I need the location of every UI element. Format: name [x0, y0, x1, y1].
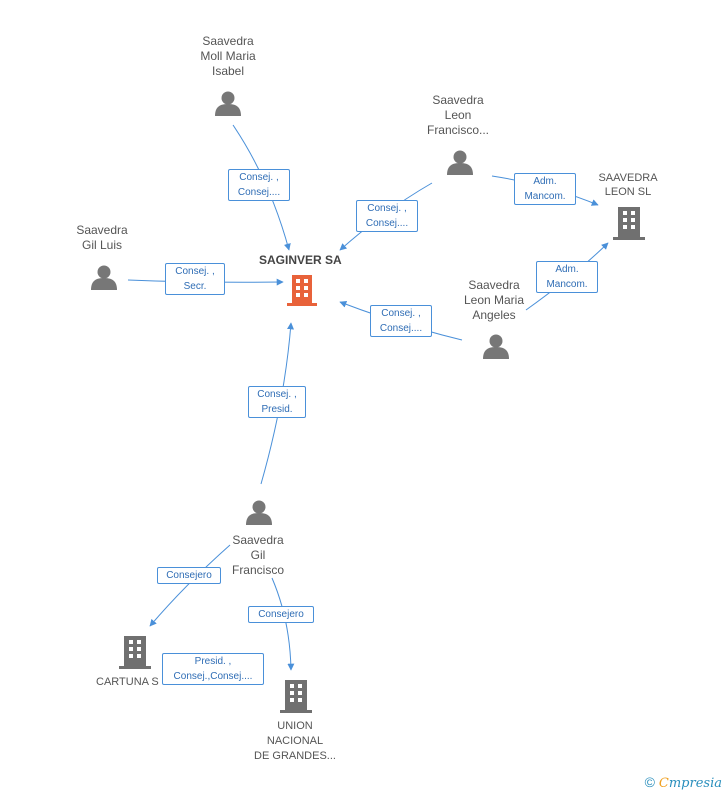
footer-brand[interactable]: ©Cmpresia — [645, 774, 722, 791]
main-company-name[interactable]: SAGINVER SA — [259, 253, 342, 267]
person-label-moll[interactable]: Saavedra Moll Maria Isabel — [200, 34, 256, 78]
main-company-building-icon[interactable] — [287, 275, 317, 306]
person-label-gil-luis[interactable]: Saavedra Gil Luis — [76, 223, 128, 252]
edge-gilf-union — [271, 577, 295, 671]
edge-label-moll[interactable]: Consej. , Consej.... — [228, 169, 290, 201]
edge-label-leon-francisco[interactable]: Consej. , Consej.... — [356, 200, 418, 232]
person-icon[interactable] — [447, 150, 473, 176]
edge-label-cartuna-union[interactable]: Presid. , Consej.,Consej.... — [162, 653, 264, 685]
edge-label-leon-maria[interactable]: Consej. , Consej.... — [370, 305, 432, 337]
brand-logo: Cmpresia — [658, 776, 722, 791]
copyright-icon: © — [644, 774, 655, 790]
company-building-icon[interactable] — [613, 207, 645, 240]
person-label-gil-francisco[interactable]: Saavedra Gil Francisco — [231, 533, 284, 577]
person-icon[interactable] — [246, 500, 272, 526]
edge-label-gil-francisco-cartuna[interactable]: Consejero — [157, 567, 221, 584]
company-building-icon[interactable] — [119, 636, 151, 669]
edge-label-leon-maria-sl[interactable]: Adm. Mancom. — [536, 261, 598, 293]
edge-label-leon-francisco-sl[interactable]: Adm. Mancom. — [514, 173, 576, 205]
person-icon[interactable] — [483, 334, 509, 360]
person-icon[interactable] — [215, 91, 241, 117]
company-building-icon[interactable] — [280, 680, 312, 713]
edge-label-gil-francisco-union[interactable]: Consejero — [248, 606, 314, 623]
edge-gilf-cartuna — [149, 544, 231, 627]
person-icon[interactable] — [91, 265, 117, 291]
person-label-leon-francisco[interactable]: Saavedra Leon Francisco... — [426, 93, 489, 137]
company-label-saavedra-leon[interactable]: SAAVEDRA LEON SL — [598, 172, 658, 198]
person-label-leon-maria[interactable]: Saavedra Leon Maria Angeles — [463, 278, 525, 322]
company-label-cartuna[interactable]: CARTUNA S — [96, 676, 159, 688]
edge-label-gil-francisco[interactable]: Consej. , Presid. — [248, 386, 306, 418]
company-label-union[interactable]: UNION NACIONAL DE GRANDES... — [254, 720, 336, 762]
edge-label-gil-luis[interactable]: Consej. , Secr. — [165, 263, 225, 295]
